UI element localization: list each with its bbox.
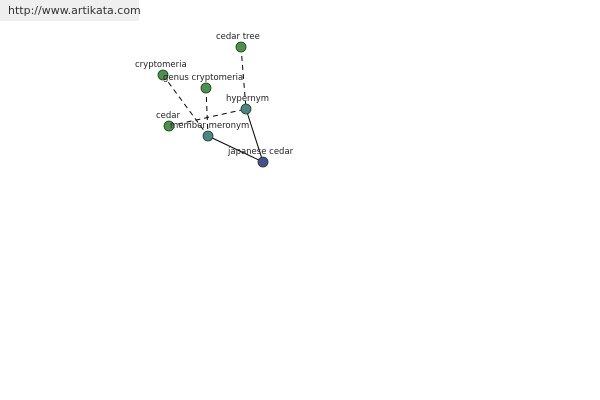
node-cedar-tree[interactable]: cedar tree [216,32,260,53]
node-label-cedar: cedar [156,111,181,121]
edge-cedar-to-hypernym [168,108,247,127]
graph-nodes: cedar tree cryptomeria genus cryptomeria hy… [135,32,294,168]
node-dot-japanese-cedar[interactable] [257,156,269,168]
edge-hypernym-to-japanese-cedar [245,108,264,163]
node-genus-cryptomeria[interactable]: genus cryptomeria [163,73,243,94]
node-dot-member-meronym[interactable] [202,130,214,142]
node-label-member-meronym: member meronym [170,121,249,131]
node-cryptomeria[interactable]: cryptomeria [135,60,187,81]
node-dot-genus-cryptomeria[interactable] [200,82,212,94]
node-label-genus-cryptomeria: genus cryptomeria [163,73,243,83]
node-dot-cedar[interactable] [163,120,175,132]
edge-member-meronym-to-japanese-cedar [207,135,264,163]
node-label-hypernym: hypernym [226,94,269,104]
node-member-meronym[interactable]: member meronym [170,121,249,142]
node-cedar[interactable]: cedar [156,111,181,132]
node-hypernym[interactable]: hypernym [226,94,269,115]
edge-genus-cryptomeria-to-member-meronym [205,87,209,137]
node-japanese-cedar[interactable]: japanese cedar [227,147,294,168]
node-dot-hypernym[interactable] [240,103,252,115]
node-label-japanese-cedar: japanese cedar [227,147,294,157]
site-url-watermark: http://www.artikata.com [0,0,141,21]
edge-cedar-tree-to-hypernym [240,46,247,110]
node-dot-cedar-tree[interactable] [235,41,247,53]
graph-edges [162,46,264,163]
node-label-cryptomeria: cryptomeria [135,60,187,70]
node-label-cedar-tree: cedar tree [216,32,260,42]
node-dot-cryptomeria[interactable] [157,69,169,81]
edge-cryptomeria-to-member-meronym [162,74,209,137]
